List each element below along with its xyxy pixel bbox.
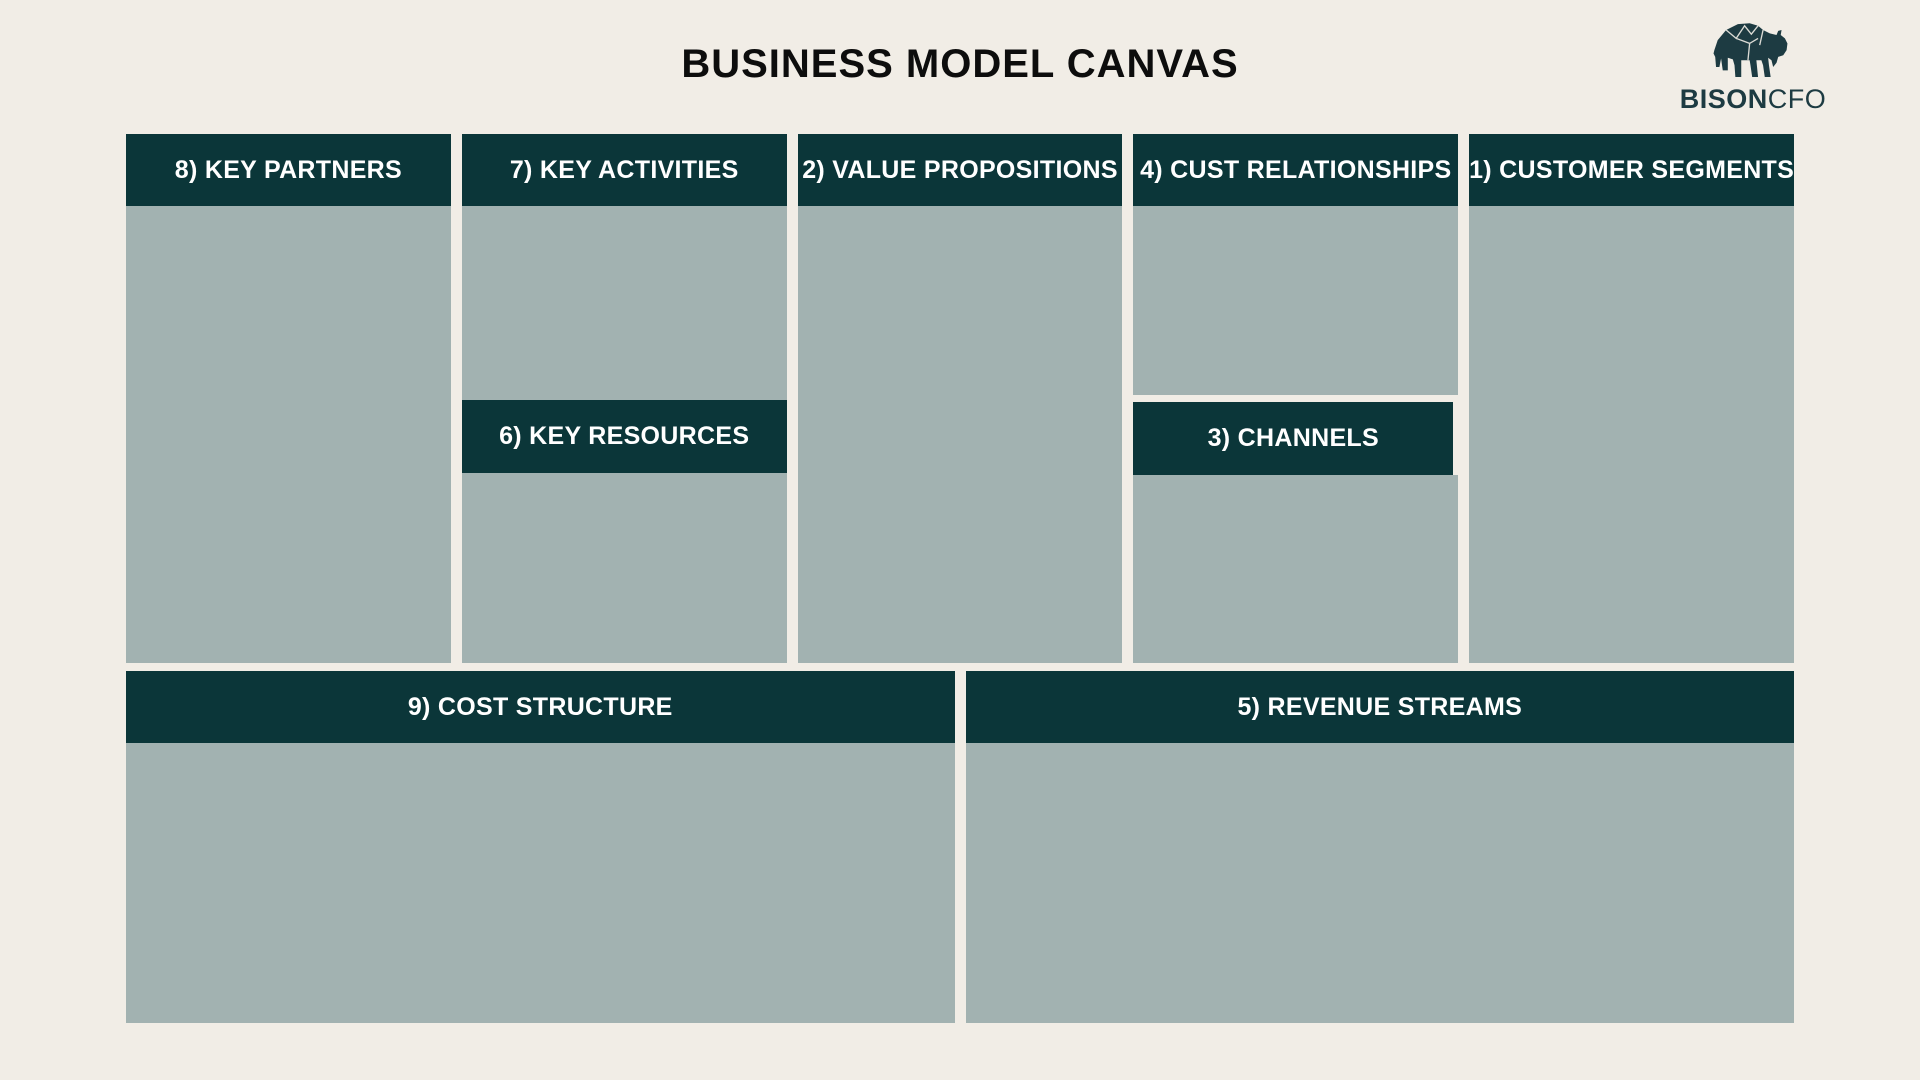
column-key-partners: 8) KEY PARTNERS bbox=[126, 134, 451, 663]
column-revenue-streams: 5) REVENUE STREAMS bbox=[965, 671, 1794, 1023]
logo-wordmark: BISONCFO bbox=[1680, 86, 1827, 113]
section-header-cust-relationships: 4) CUST RELATIONSHIPS bbox=[1133, 134, 1459, 206]
section-body-revenue-streams bbox=[965, 743, 1794, 1023]
canvas-top-row: 8) KEY PARTNERS 7) KEY ACTIVITIES 6) KEY… bbox=[126, 134, 1794, 663]
logo-brand-light: CFO bbox=[1767, 84, 1827, 114]
section-header-key-activities: 7) KEY ACTIVITIES bbox=[461, 134, 787, 206]
column-cust-relationships: 4) CUST RELATIONSHIPS 3) CHANNELS bbox=[1133, 134, 1459, 663]
canvas-bottom-row: 9) COST STRUCTURE 5) REVENUE STREAMS bbox=[126, 671, 1794, 1023]
section-body-cust-relationships bbox=[1133, 206, 1459, 395]
section-header-revenue-streams: 5) REVENUE STREAMS bbox=[965, 671, 1794, 743]
column-value-propositions: 2) VALUE PROPOSITIONS bbox=[797, 134, 1123, 663]
section-header-cost-structure: 9) COST STRUCTURE bbox=[126, 671, 955, 743]
logo: BISONCFO bbox=[1680, 18, 1826, 113]
section-body-key-partners bbox=[126, 206, 451, 663]
section-body-value-propositions bbox=[797, 206, 1123, 663]
column-key-activities: 7) KEY ACTIVITIES 6) KEY RESOURCES bbox=[461, 134, 787, 663]
section-body-customer-segments bbox=[1469, 206, 1794, 663]
section-body-key-activities bbox=[461, 206, 787, 400]
section-body-key-resources bbox=[461, 473, 787, 663]
logo-brand-bold: BISON bbox=[1679, 84, 1768, 114]
section-header-channels: 3) CHANNELS bbox=[1133, 402, 1454, 475]
column-customer-segments: 1) CUSTOMER SEGMENTS bbox=[1469, 134, 1794, 663]
section-header-key-resources: 6) KEY RESOURCES bbox=[461, 400, 787, 473]
row-divider bbox=[126, 663, 1794, 671]
section-header-key-partners: 8) KEY PARTNERS bbox=[126, 134, 451, 206]
section-header-customer-segments: 1) CUSTOMER SEGMENTS bbox=[1469, 134, 1794, 206]
page-title: BUSINESS MODEL CANVAS bbox=[681, 42, 1239, 86]
bison-icon bbox=[1713, 23, 1788, 78]
business-model-canvas: 8) KEY PARTNERS 7) KEY ACTIVITIES 6) KEY… bbox=[126, 134, 1794, 1023]
column-cost-structure: 9) COST STRUCTURE bbox=[126, 671, 955, 1023]
section-body-channels bbox=[1133, 475, 1459, 663]
section-header-value-propositions: 2) VALUE PROPOSITIONS bbox=[797, 134, 1123, 206]
section-body-cost-structure bbox=[126, 743, 955, 1023]
